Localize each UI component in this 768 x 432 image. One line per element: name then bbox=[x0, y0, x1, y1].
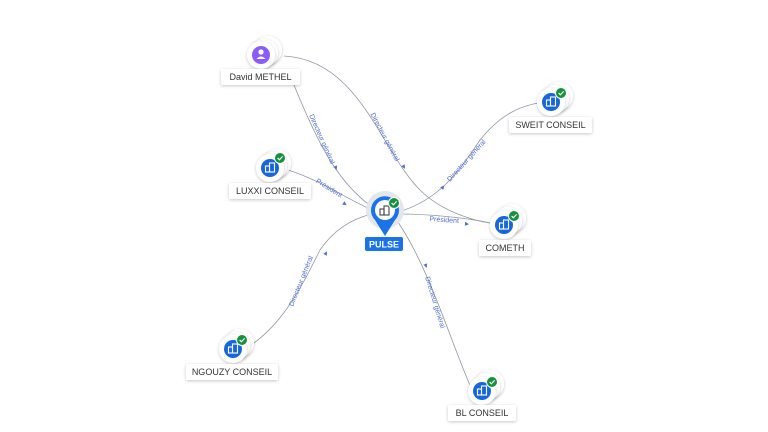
node-label: LUXXI CONSEIL bbox=[236, 186, 304, 196]
building-icon bbox=[495, 216, 513, 234]
node-bl-conseil[interactable]: BL CONSEIL bbox=[448, 370, 516, 421]
building-icon bbox=[379, 205, 390, 216]
edge-label-david-cometh: Directeur général bbox=[369, 112, 401, 163]
center-label-pill bbox=[365, 237, 403, 251]
check-icon bbox=[508, 210, 520, 222]
node-sweit-conseil[interactable]: SWEIT CONSEIL bbox=[509, 82, 592, 133]
edge-label-david-pulse: Directeur général bbox=[307, 113, 335, 165]
node-david-methel[interactable]: David METHEL bbox=[221, 36, 300, 85]
edge-ngouzy-pulse[interactable]: Directeur général bbox=[239, 213, 373, 353]
node-luxxi-conseil[interactable]: LUXXI CONSEIL bbox=[229, 149, 311, 199]
center-label: PULSE bbox=[369, 240, 399, 250]
node-cometh[interactable]: COMETH bbox=[479, 204, 531, 256]
edge-label-ngouzy-pulse: Directeur général bbox=[288, 255, 315, 308]
edge-label-pulse-bl: Directeur général bbox=[423, 276, 446, 330]
node-label: COMETH bbox=[486, 243, 525, 253]
edge-arrow bbox=[342, 201, 347, 205]
building-icon bbox=[224, 340, 242, 358]
node-pulse-center[interactable]: PULSE bbox=[365, 191, 404, 251]
check-icon bbox=[555, 87, 567, 99]
node-label: BL CONSEIL bbox=[456, 408, 509, 418]
edge-pulse-cometh[interactable]: Président bbox=[397, 213, 496, 226]
edge-label-luxxi-pulse: Président bbox=[314, 178, 343, 200]
check-icon bbox=[236, 334, 248, 346]
node-ngouzy-conseil[interactable]: NGOUZY CONSEIL bbox=[186, 329, 278, 380]
edge-arrow bbox=[323, 251, 327, 256]
edge-arrow bbox=[423, 263, 428, 268]
edge-arrow bbox=[440, 185, 445, 190]
edge-label-pulse-cometh: Président bbox=[429, 216, 459, 225]
check-icon bbox=[274, 152, 286, 164]
node-label: David METHEL bbox=[229, 72, 291, 82]
edge-arrow bbox=[464, 221, 469, 226]
check-icon bbox=[486, 376, 498, 388]
building-icon bbox=[261, 159, 279, 177]
node-label: SWEIT CONSEIL bbox=[515, 120, 585, 130]
node-label: NGOUZY CONSEIL bbox=[192, 367, 272, 377]
building-icon bbox=[473, 382, 491, 400]
edge-arrow bbox=[333, 165, 338, 170]
edge-arrow bbox=[401, 164, 406, 169]
person-icon bbox=[252, 46, 270, 64]
edge-pulse-bl[interactable]: Directeur général bbox=[397, 221, 473, 391]
check-icon bbox=[388, 197, 400, 209]
building-icon bbox=[542, 93, 560, 111]
edge-label-pulse-sweit: Directeur général bbox=[446, 138, 487, 183]
